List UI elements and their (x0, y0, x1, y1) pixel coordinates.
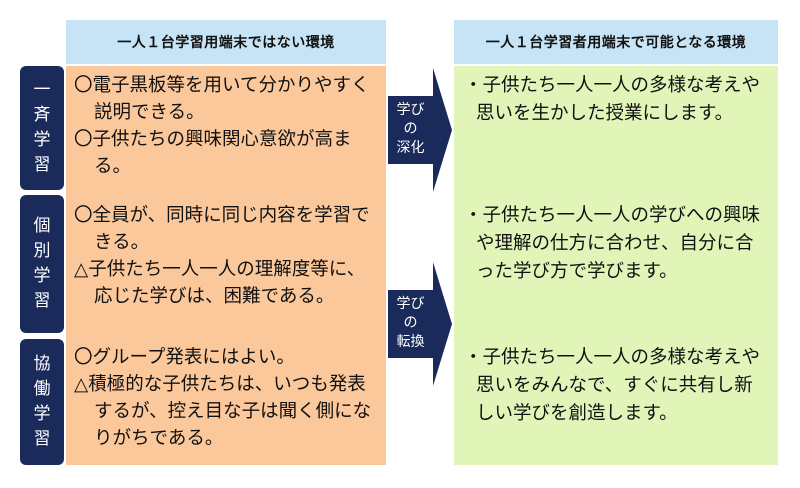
list-item: ・子供たち一人一人の多様な考えや思いをみんなで、すぐに共有し新しい学びを創造しま… (464, 347, 761, 424)
row-label-char: 学 (33, 130, 51, 150)
list-item: 〇電子黒板等を用いて分かりやすく説明できる。 (74, 75, 370, 123)
row-label-char: 別 (33, 241, 51, 261)
right-cell-collaborative: ・子供たち一人一人の多様な考えや思いをみんなで、すぐに共有し新しい学びを創造しま… (454, 338, 778, 465)
arrow-label-line: 転換 (396, 334, 425, 350)
arrow-deepening-label: 学び の 深化 (388, 101, 433, 158)
row-label-char: 協 (33, 354, 51, 374)
row-label-collaborative: 協 働 学 習 (20, 339, 64, 465)
row-label-char: 個 (33, 216, 51, 236)
row-label-char: 斉 (33, 105, 51, 125)
row-label-whole-class: 一 斉 学 習 (20, 66, 64, 190)
arrow-transformation-icon (388, 262, 452, 386)
arrow-label-line: 深化 (396, 140, 425, 156)
right-column (454, 66, 778, 465)
arrow-deepening-icon (388, 68, 452, 192)
left-cell-individual: 〇全員が、同時に同じ内容を学習できる。 △子供たち一人一人の理解度等に、応じた学… (66, 196, 386, 336)
list-item: ・子供たち一人一人の学びへの興味や理解の仕方に合わせ、自分に合った学び方で学びま… (464, 205, 761, 282)
list-item: 〇全員が、同時に同じ内容を学習できる。 (74, 205, 370, 253)
left-column (66, 66, 386, 465)
row-label-char: 習 (33, 155, 51, 175)
left-cell-collaborative: 〇グループ発表にはよい。 △積極的な子供たちは、いつも発表するが、控え目な子は聞… (66, 338, 386, 465)
right-cell-individual: ・子供たち一人一人の学びへの興味や理解の仕方に合わせ、自分に合った学び方で学びま… (454, 196, 778, 336)
arrow-label-line: 学び (396, 296, 425, 312)
list-item: 〇グループ発表にはよい。 (74, 347, 295, 368)
list-item: 〇子供たちの興味関心意欲が高まる。 (74, 129, 352, 177)
left-cell-whole-class: 〇電子黒板等を用いて分かりやすく説明できる。 〇子供たちの興味関心意欲が高まる。 (66, 66, 386, 192)
row-label-char: 学 (33, 266, 51, 286)
arrow-label-line: の (403, 121, 418, 137)
header-current-environment: 一人１台学習用端末ではない環境 (66, 20, 386, 64)
row-label-char: 学 (33, 404, 51, 424)
row-label-char: 習 (33, 429, 51, 449)
list-item: △子供たち一人一人の理解度等に、応じた学びは、困難である。 (74, 259, 366, 307)
arrow-label-line: の (403, 315, 418, 331)
row-label-individual: 個 別 学 習 (20, 195, 64, 333)
row-label-char: 働 (33, 379, 51, 399)
row-label-char: 一 (33, 80, 51, 100)
list-item: △積極的な子供たちは、いつも発表するが、控え目な子は聞く側になりがちである。 (74, 374, 372, 449)
arrow-transformation-label: 学び の 転換 (388, 295, 433, 352)
list-item: ・子供たち一人一人の多様な考えや思いを生かした授業にします。 (464, 75, 761, 124)
row-label-char: 習 (33, 291, 51, 311)
right-cell-whole-class: ・子供たち一人一人の多様な考えや思いを生かした授業にします。 (454, 66, 778, 192)
header-device-environment: 一人１台学習者用端末で可能となる環境 (454, 20, 778, 64)
arrow-label-line: 学び (396, 102, 425, 118)
